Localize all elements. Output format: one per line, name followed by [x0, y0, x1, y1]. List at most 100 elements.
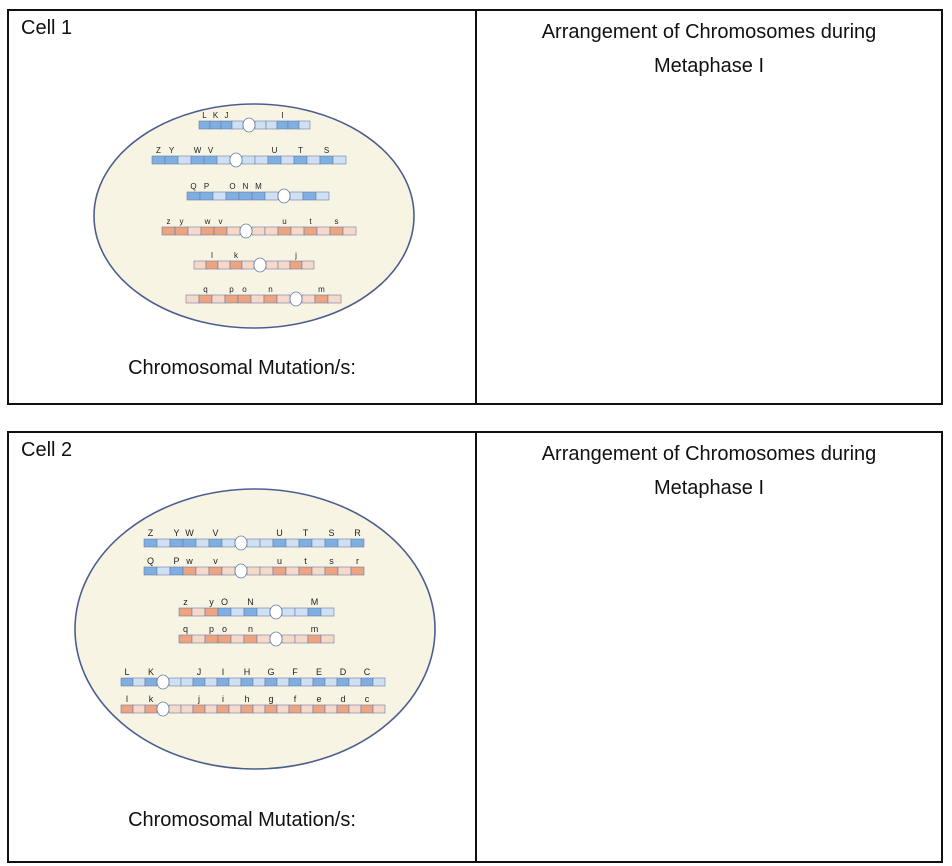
gene-segment	[276, 294, 291, 304]
gene-segment	[288, 704, 302, 714]
gene-letter: o	[242, 285, 247, 294]
gene-segment	[182, 538, 197, 548]
gene-segment	[256, 634, 271, 644]
gene-segment	[315, 191, 330, 201]
gene-letter: V	[208, 146, 214, 155]
gene-segment	[216, 677, 230, 687]
gene-letter: U	[272, 146, 278, 155]
gene-segment	[243, 607, 258, 617]
gene-letter: L	[124, 667, 129, 677]
gene-letter: m	[318, 285, 325, 294]
gene-segment	[324, 566, 339, 576]
gene-segment	[254, 155, 269, 165]
gene-segment	[307, 607, 322, 617]
gene-segment	[203, 155, 218, 165]
gene-segment	[217, 260, 231, 270]
gene-segment	[182, 566, 197, 576]
gene-letter: P	[173, 556, 179, 566]
gene-segment	[212, 191, 227, 201]
gene-segment	[298, 538, 313, 548]
gene-segment	[177, 155, 192, 165]
gene-segment	[190, 155, 205, 165]
gene-letter: Q	[190, 182, 196, 191]
cell-membrane	[93, 103, 415, 329]
gene-segment	[281, 607, 296, 617]
gene-segment	[251, 226, 266, 236]
gene-segment	[263, 294, 278, 304]
gene-segment	[156, 566, 171, 576]
centromere	[269, 604, 283, 620]
gene-segment	[337, 566, 352, 576]
gene-segment	[161, 226, 176, 236]
gene-segment	[168, 677, 182, 687]
centromere	[269, 631, 283, 647]
centromere	[229, 152, 243, 168]
gene-letter: u	[277, 556, 282, 566]
gene-segment	[306, 155, 321, 165]
cell-membrane	[74, 488, 436, 770]
gene-segment	[178, 607, 193, 617]
gene-segment	[287, 120, 300, 130]
gene-letter: Y	[169, 146, 175, 155]
gene-segment	[228, 704, 242, 714]
gene-segment	[224, 294, 239, 304]
gene-segment	[372, 704, 386, 714]
gene-segment	[228, 677, 242, 687]
cell-label: Cell 1	[21, 17, 73, 39]
gene-segment	[276, 704, 290, 714]
gene-letter: W	[194, 146, 202, 155]
gene-segment	[193, 260, 207, 270]
gene-segment	[280, 155, 295, 165]
gene-segment	[180, 677, 194, 687]
gene-segment	[294, 634, 309, 644]
gene-letter: J	[225, 111, 229, 120]
gene-segment	[324, 704, 338, 714]
gene-letter: N	[247, 597, 254, 607]
gene-segment	[230, 634, 245, 644]
gene-segment	[360, 677, 374, 687]
gene-letter: Q	[147, 556, 154, 566]
gene-segment	[186, 191, 201, 201]
gene-segment	[312, 677, 326, 687]
gene-letter: q	[183, 624, 188, 634]
gene-segment	[311, 538, 326, 548]
gene-segment	[332, 155, 347, 165]
gene-segment	[298, 566, 313, 576]
gene-letter: p	[209, 624, 214, 634]
gene-segment	[211, 294, 226, 304]
gene-segment	[251, 191, 266, 201]
gene-letter: S	[328, 528, 334, 538]
centromere	[289, 291, 303, 307]
gene-segment	[360, 704, 374, 714]
gene-letter: O	[229, 182, 235, 191]
gene-segment	[241, 260, 255, 270]
centromere	[253, 257, 267, 273]
gene-segment	[307, 634, 322, 644]
gene-segment	[348, 704, 362, 714]
gene-segment	[264, 704, 278, 714]
gene-letter: P	[204, 182, 209, 191]
gene-segment	[252, 704, 266, 714]
gene-letter: t	[304, 556, 307, 566]
gene-letter: u	[282, 217, 286, 226]
gene-letter: Y	[173, 528, 179, 538]
gene-segment	[132, 704, 146, 714]
arrangement-title: Arrangement of Chromosomes during Metaph…	[541, 21, 877, 77]
gene-letter: q	[203, 285, 207, 294]
gene-segment	[276, 120, 289, 130]
centromere	[234, 535, 248, 551]
gene-segment	[277, 260, 291, 270]
centromere	[156, 701, 170, 717]
gene-segment	[120, 704, 134, 714]
gene-segment	[169, 538, 184, 548]
gene-segment	[336, 704, 350, 714]
gene-letter: v	[213, 556, 218, 566]
gene-letter: y	[180, 217, 184, 226]
